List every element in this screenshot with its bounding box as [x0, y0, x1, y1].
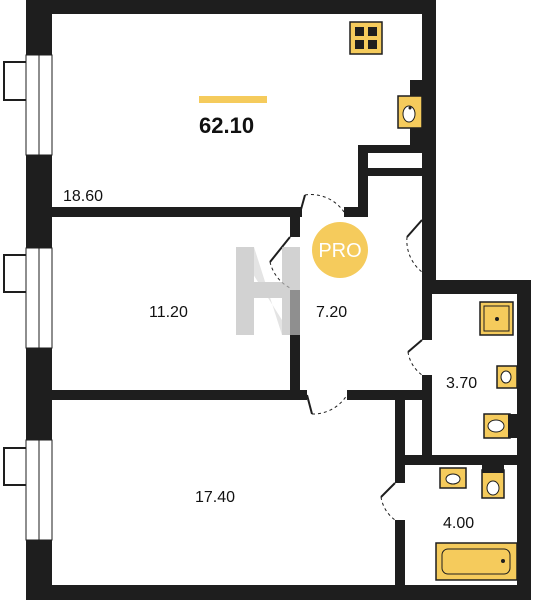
room-area-bathroom: 4.00 [443, 515, 474, 532]
shower-tray-icon [479, 301, 514, 336]
washbasin-icon [496, 365, 518, 389]
room-area-toilet: 3.70 [446, 375, 477, 392]
room-area-bedroom-large: 17.40 [195, 489, 235, 506]
windows [25, 54, 53, 541]
room-area-hall: 7.20 [316, 304, 347, 321]
total-area-label: 62.10 [199, 113, 254, 138]
kitchen-sink-icon [397, 95, 423, 129]
bathtub-icon [435, 542, 518, 581]
window-sills [3, 61, 26, 486]
pro-badge-circle [312, 222, 368, 278]
room-area-living: 18.60 [63, 188, 103, 205]
doors [269, 194, 423, 521]
walls [26, 0, 531, 600]
room-area-bedroom: 11.20 [149, 304, 188, 321]
total-area-accent-bar [199, 96, 267, 103]
stove-icon [349, 21, 383, 55]
bathroom-toilet-icon [481, 465, 505, 499]
watermark-logo [236, 247, 300, 335]
pro-badge-label: PRO [318, 240, 361, 262]
pro-badge: PRO [312, 222, 368, 278]
toilet-icon [483, 413, 517, 439]
bathroom-sink-icon [439, 467, 467, 489]
